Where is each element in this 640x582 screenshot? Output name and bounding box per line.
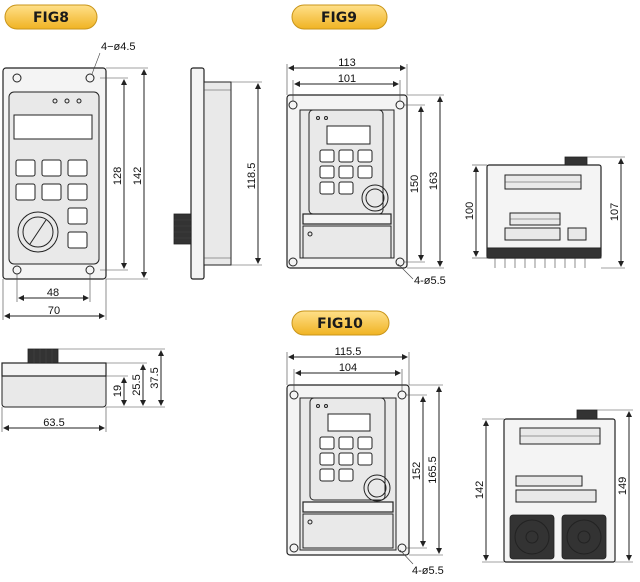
- fig9-width-inner: 101: [338, 73, 356, 85]
- fig10-keys: [319, 436, 373, 482]
- fig9-label: FIG9: [321, 10, 357, 26]
- fig9-height-outer: 163: [428, 172, 440, 190]
- fig8-knob: [17, 211, 59, 253]
- fig9-keys: [319, 149, 373, 195]
- fig8-bottom-width: 63.5: [43, 417, 64, 429]
- fig9-group: FIG9 113 101 15: [286, 4, 625, 287]
- fig9-side-height-right: 107: [609, 203, 621, 221]
- fig10-fan-right: [561, 514, 607, 560]
- fig10-hole-note: 4-ø5.5: [412, 565, 444, 577]
- fig9-knob: [361, 184, 389, 212]
- fig8-side-view: [190, 67, 205, 280]
- fig8-display: [13, 114, 93, 140]
- fig9-label-pill: [291, 4, 388, 30]
- fig8-label-pill: [4, 4, 98, 30]
- fig8-side-height: 118.5: [246, 163, 258, 190]
- fig10-height-outer: 165.5: [427, 456, 439, 484]
- fig9-width-outer: 113: [338, 57, 356, 69]
- fig9-hole-note: 4-ø5.5: [414, 275, 446, 287]
- fig10-height-inner: 152: [411, 462, 423, 480]
- fig8-bottom-mid: 25.5: [131, 374, 143, 395]
- fig9-display: [326, 125, 371, 145]
- fig10-side-height-right: 149: [617, 477, 629, 495]
- fig10-label: FIG10: [317, 316, 363, 332]
- fig10-side-height: 142: [474, 481, 486, 499]
- fig8-height-outer: 142: [132, 167, 144, 185]
- fig8-bottom-total: 37.5: [149, 367, 161, 388]
- fig10-label-pill: [291, 310, 390, 336]
- fig10-fan-left: [509, 514, 555, 560]
- fig8-bottom-low: 19: [112, 385, 124, 397]
- fig10-width-inner: 104: [339, 362, 357, 374]
- fig10-knob: [363, 474, 391, 502]
- fig9-height-inner: 150: [409, 175, 421, 193]
- fig8-label: FIG8: [33, 10, 69, 26]
- fig8-hole-note: 4−ø4.5: [101, 41, 136, 53]
- fig8-keys: [15, 159, 88, 249]
- fig8-width-outer: 70: [48, 305, 60, 317]
- fig8-width-inner: 48: [47, 287, 59, 299]
- fig10-display: [327, 413, 371, 432]
- fig10-group: FIG10 115.5 104: [286, 310, 633, 577]
- fig9-side-height: 100: [464, 202, 476, 220]
- fig8-height-inner: 128: [112, 167, 124, 185]
- fig8-group: FIG8 4−ø4.5 142 128: [1, 4, 262, 432]
- fig10-width-outer: 115.5: [335, 346, 362, 358]
